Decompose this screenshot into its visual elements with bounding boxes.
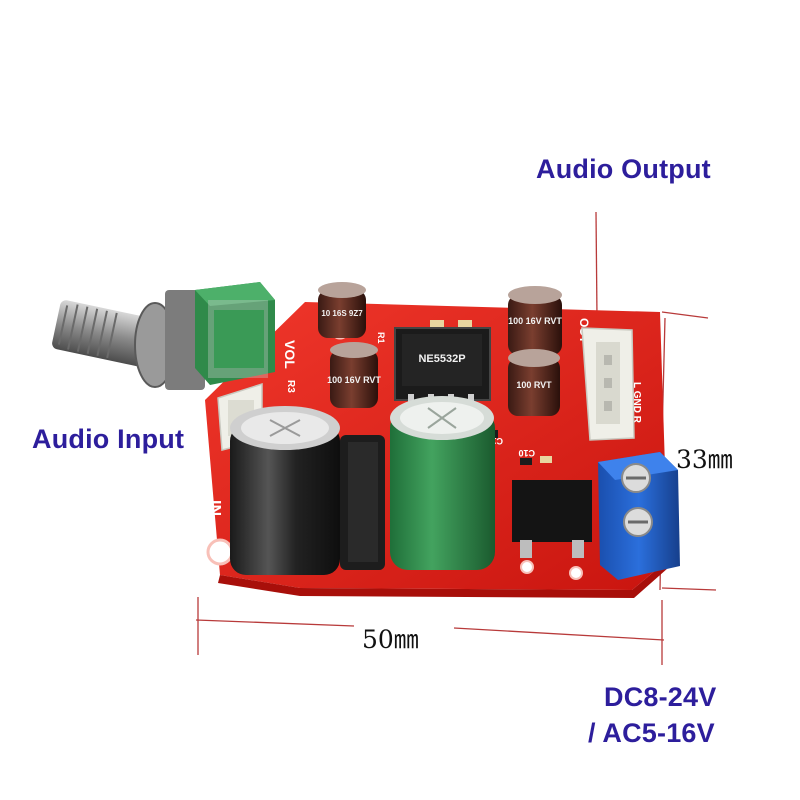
- silk-c10: C10: [518, 448, 535, 458]
- capacitor-100-bottom-right: 100 RVT: [508, 349, 560, 416]
- volume-knob: [52, 290, 205, 390]
- cap-100-bottom-right-label: 100 RVT: [516, 380, 552, 390]
- capacitor-large-green: [390, 396, 495, 570]
- capacitor-100-left: 100 16V RVT: [327, 342, 381, 408]
- power-label-line1: DC8-24V: [604, 682, 717, 712]
- cap-100-left-label: 100 16V RVT: [327, 375, 381, 385]
- voltage-regulator: [512, 480, 592, 558]
- power-terminal: [598, 452, 680, 580]
- mounting-hole: [520, 560, 534, 574]
- silk-in: IN: [206, 500, 223, 516]
- silk-r1: R1: [376, 332, 386, 344]
- capacitor-100-top-right: 100 16V RVT: [508, 286, 562, 355]
- cap-100-top-right-label: 100 16V RVT: [508, 316, 562, 326]
- dimension-width-label: 50㎜: [362, 625, 419, 654]
- mounting-hole: [206, 538, 234, 566]
- capacitor-large-black: [230, 406, 340, 575]
- audio-input-label: Audio Input: [32, 424, 185, 454]
- capacitor-small: 10 16S 9Z7: [318, 282, 366, 338]
- output-connector: [581, 327, 635, 441]
- silk-lgndr: L GND R: [631, 382, 642, 424]
- potentiometer-body: [195, 282, 275, 385]
- dimension-height-label: 33㎜: [676, 445, 733, 474]
- power-label-line2: / AC5-16V: [588, 718, 715, 748]
- silk-vol: VOL: [282, 340, 298, 369]
- opamp-chip: NE5532P: [394, 327, 491, 406]
- chip-label: NE5532P: [418, 353, 465, 365]
- rectifier-block: [340, 435, 385, 570]
- mounting-hole: [569, 566, 583, 580]
- audio-output-label: Audio Output: [536, 154, 711, 184]
- silk-r3: R3: [285, 380, 296, 393]
- cap-small-label: 10 16S 9Z7: [321, 309, 363, 318]
